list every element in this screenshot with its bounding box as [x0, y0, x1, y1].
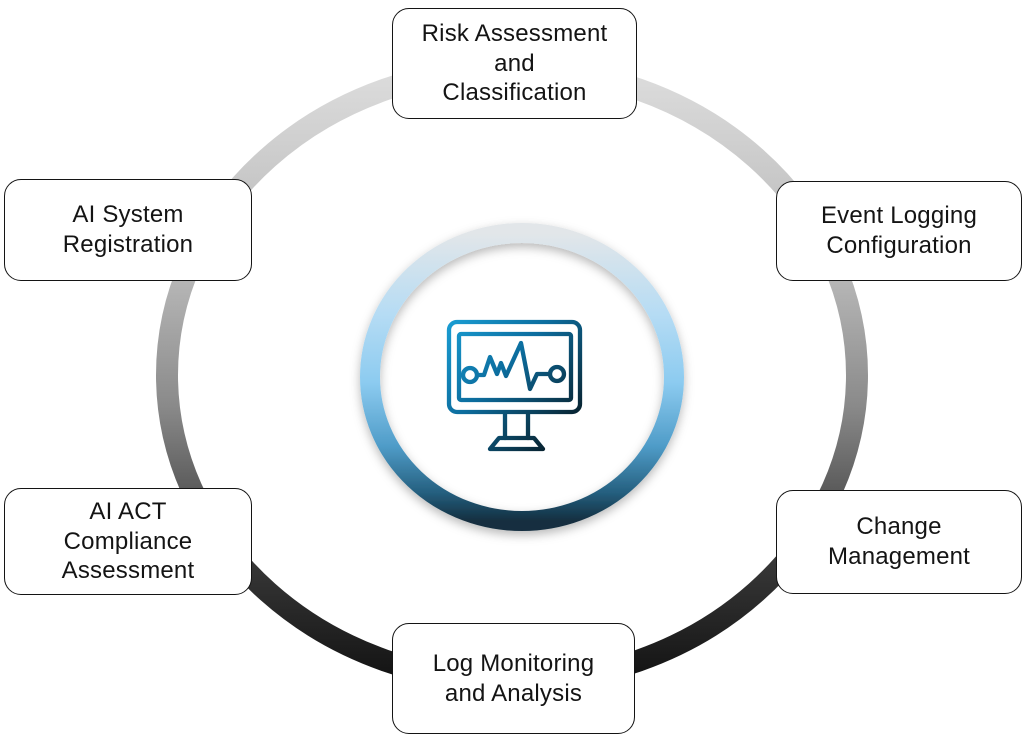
node-change-management: Change Management [776, 490, 1022, 594]
node-label: Event Logging Configuration [820, 202, 978, 259]
node-label: AI System Registration [62, 201, 194, 258]
node-ai-act-compliance-assessment: AI ACT Compliance Assessment [4, 488, 252, 595]
node-label: Log Monitoring and Analysis [432, 649, 595, 707]
node-label: Change Management [827, 513, 971, 570]
inner-ring [360, 223, 684, 531]
node-ai-system-registration: AI System Registration [4, 179, 252, 281]
node-label: Risk Assessment and Classification [421, 20, 608, 107]
node-event-logging-configuration: Event Logging Configuration [776, 181, 1022, 281]
node-log-monitoring-and-analysis: Log Monitoring and Analysis [392, 623, 635, 734]
outer-ring [156, 57, 868, 693]
node-risk-assessment-and-classification: Risk Assessment and Classification [392, 8, 637, 119]
node-label: AI ACT Compliance Assessment [61, 498, 195, 585]
monitor-pulse-icon [446, 319, 583, 452]
